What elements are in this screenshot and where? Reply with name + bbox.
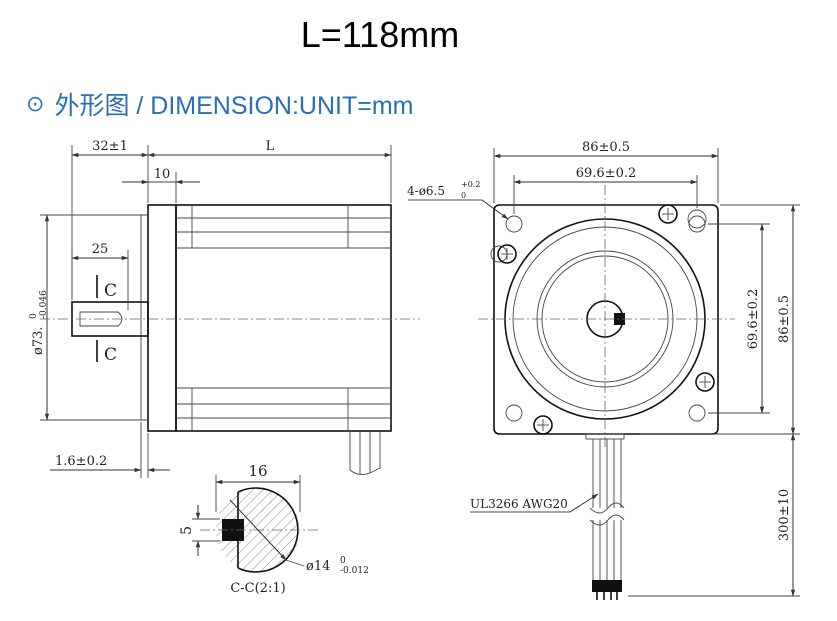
side-keyway [79,311,123,327]
svg-text:0: 0 [340,556,346,566]
section-label: C-C(2:1) [230,581,285,596]
svg-text:-0.012: -0.012 [340,566,369,576]
svg-text:+0.2: +0.2 [461,180,480,189]
dim-section-diameter: ø14 0 -0.012 [306,556,369,576]
side-flange [147,204,177,432]
section-mark-top: C [104,281,117,301]
dim-pilot-diameter: ø73. 0 -0.046 [29,290,49,355]
dim-section-width: 16 [248,462,267,480]
dim-front-height: 86±0.5 [777,295,792,343]
svg-text:ø14: ø14 [306,559,330,574]
dim-cable-length: 300±10 [777,489,792,541]
front-shaft-key [614,313,625,325]
dim-hole-callout: 4-ø6.5 +0.2 0 [407,180,480,200]
front-cable [585,433,625,600]
svg-text:ø73.: ø73. [31,326,46,355]
dim-flange-offset: 1.6±0.2 [55,454,107,469]
cable-label: UL3266 AWG20 [470,497,568,511]
svg-text:0: 0 [29,313,39,319]
svg-text:0: 0 [461,191,466,200]
section-view: 16 5 ø14 0 -0.012 C-C(2:1) [179,462,369,596]
dim-front-height-spacing: 69.6±0.2 [746,289,761,350]
side-body [175,204,392,432]
dim-section-flat: 5 [179,526,195,535]
dim-shaft-length: 32±1 [92,139,128,154]
dim-key-length: 25 [92,242,109,257]
side-view: 32±1 L 10 25 C C ø73. 0 -0.046 [29,139,420,478]
screw-icon [497,204,715,435]
dim-flange-thickness-10: 10 [154,167,171,182]
svg-text:4-ø6.5: 4-ø6.5 [407,184,445,198]
dim-front-hole-spacing: 69.6±0.2 [576,166,637,181]
dim-front-width: 86±0.5 [582,140,630,155]
svg-text:-0.046: -0.046 [39,290,49,319]
front-flange [493,204,719,435]
side-cable [349,431,381,475]
mounting-holes [490,209,707,422]
circle-dot-icon: ⊙ [26,91,45,116]
dim-body-length: L [266,139,275,154]
section-mark-bottom: C [104,345,117,365]
section-heading: ⊙ 外形图 / DIMENSION:UNIT=mm [26,86,413,122]
front-view: 86±0.5 69.6±0.2 4-ø6.5 +0.2 0 69.6±0.2 8… [407,140,800,600]
heading-text: 外形图 / DIMENSION:UNIT=mm [54,92,414,120]
page-title: L=118mm [300,14,460,55]
